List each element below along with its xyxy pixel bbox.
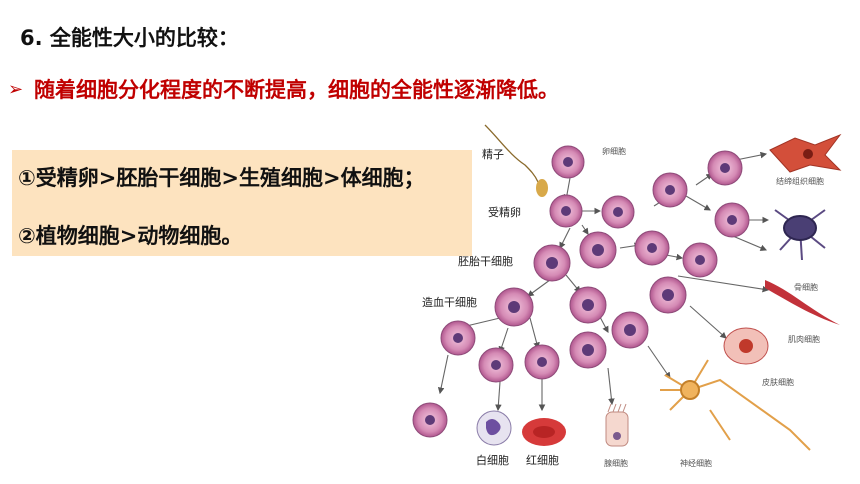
skin-cell-illustration bbox=[723, 327, 769, 365]
label-skin-cell: 皮肤细胞 bbox=[762, 377, 794, 387]
label-gland-cell: 腺细胞 bbox=[604, 458, 628, 468]
red-blood-cell-illustration bbox=[522, 418, 566, 446]
bullet-text: 随着细胞分化程度的不断提高，细胞的全能性逐渐降低。 bbox=[34, 78, 559, 102]
cells bbox=[412, 145, 750, 438]
label-connective-tissue-cell: 结缔组织细胞 bbox=[776, 176, 824, 186]
label-bone-cell: 骨细胞 bbox=[794, 282, 818, 292]
label-hematopoietic-stem-cell: 造血干细胞 bbox=[422, 295, 477, 309]
label-white-blood-cell: 白细胞 bbox=[476, 453, 509, 467]
label-nerve-cell: 神经细胞 bbox=[680, 458, 712, 468]
white-blood-cell-illustration bbox=[476, 410, 512, 446]
label-embryonic-stem-cell: 胚胎干细胞 bbox=[458, 254, 513, 268]
sperm-illustration bbox=[484, 124, 548, 197]
bullet-point: ➢ 随着细胞分化程度的不断提高，细胞的全能性逐渐降低。 bbox=[8, 74, 559, 104]
label-red-blood-cell: 红细胞 bbox=[526, 454, 559, 467]
bone-cell-illustration bbox=[774, 209, 826, 261]
comparison-line-2: ②植物细胞>动物细胞。 bbox=[18, 224, 243, 248]
nerve-cell-illustration bbox=[660, 359, 811, 451]
arrow-right-icon: ➢ bbox=[8, 78, 24, 100]
label-sperm: 精子 bbox=[482, 148, 504, 161]
page-title: 6. 全能性大小的比较： bbox=[20, 26, 239, 50]
label-zygote: 受精卵 bbox=[488, 206, 521, 219]
label-muscle-cell: 肌肉细胞 bbox=[788, 334, 820, 344]
comparison-box: ①受精卵>胚胎干细胞>生殖细胞>体细胞； ②植物细胞>动物细胞。 bbox=[12, 150, 472, 256]
label-egg: 卵细胞 bbox=[602, 146, 626, 156]
comparison-line-1: ①受精卵>胚胎干细胞>生殖细胞>体细胞； bbox=[18, 166, 425, 190]
connective-tissue-cell-illustration bbox=[769, 133, 842, 173]
muscle-cell-illustration bbox=[765, 280, 840, 325]
differentiation-arrows bbox=[437, 151, 770, 412]
cell-differentiation-diagram: 精子 卵细胞 受精卵 胚胎干细胞 造血干细胞 白细胞 红细胞 腺细胞 神经细胞 … bbox=[412, 124, 842, 468]
gland-cell-illustration bbox=[605, 403, 629, 447]
